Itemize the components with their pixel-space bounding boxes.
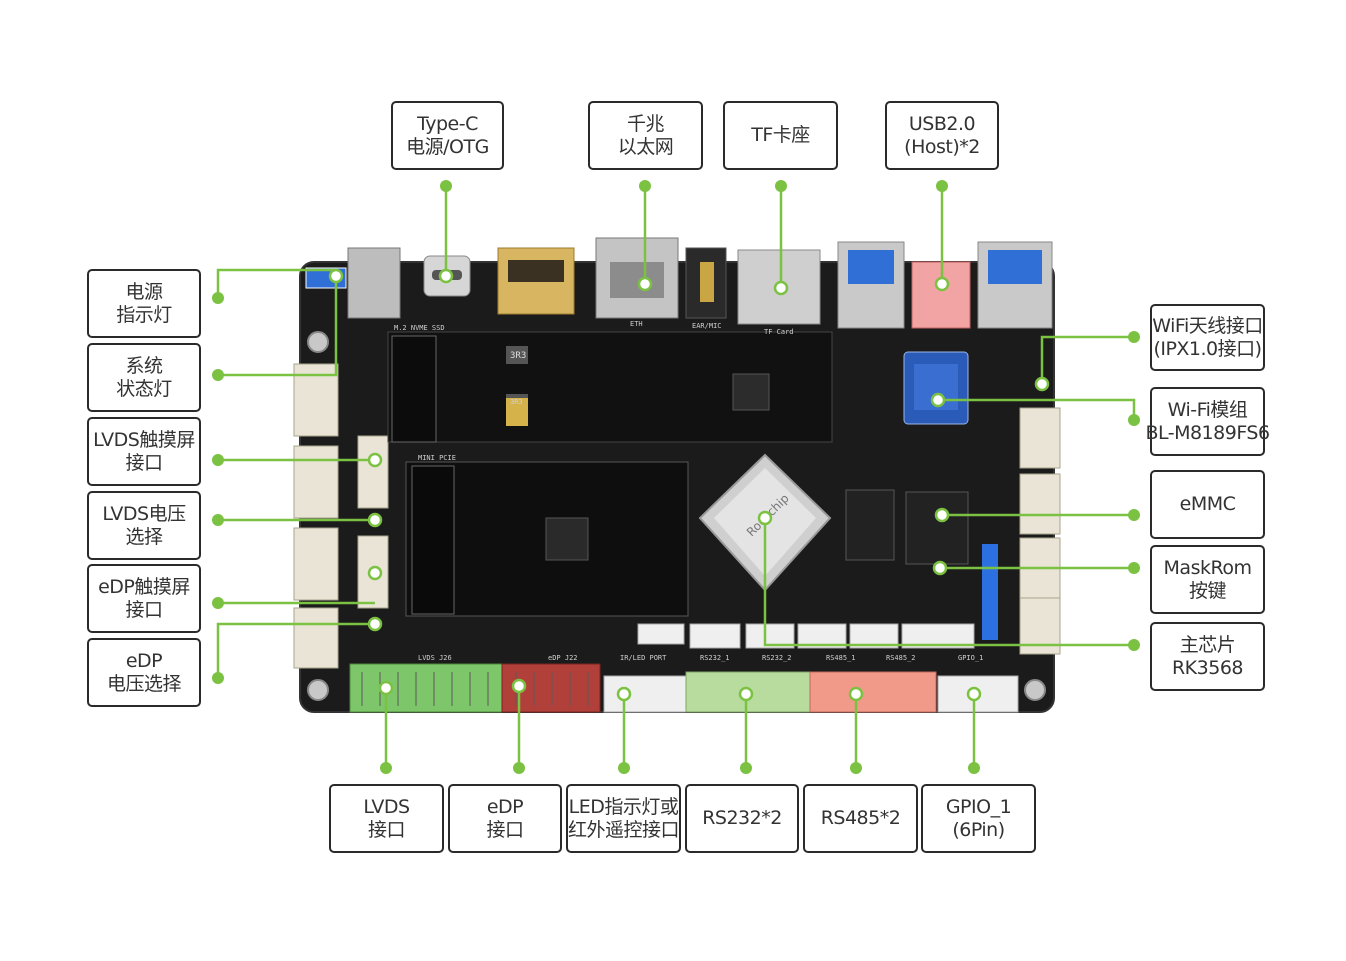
ear-silk: EAR/MIC [692,322,722,330]
lvds-silk: LVDS J26 [418,654,452,662]
label-maskrom: MaskRom 按键 [1150,545,1265,614]
pointer-targets [328,268,1050,702]
label-led-ir-line1: LED指示灯或 [568,795,679,818]
label-typec-line1: Type-C [417,112,478,135]
edp-silk: eDP J22 [548,654,578,662]
label-rs232-line1: RS232*2 [702,807,782,829]
rs485-2-silk: RS485_2 [886,654,916,662]
label-typec: Type-C 电源/OTG [391,101,504,170]
label-status-led-line1: 系统 [125,354,163,377]
label-wifi-module-line1: Wi-Fi模组 [1167,398,1248,421]
label-lvds-line2: 接口 [367,818,406,841]
label-maskrom-line1: MaskRom [1163,556,1252,579]
emmc-chip [905,491,969,565]
label-edp-line1: eDP [486,795,524,818]
left-connectors [293,363,389,669]
label-usb2: USB2.0 (Host)*2 [885,101,999,170]
label-usb2-line1: USB2.0 [908,112,976,135]
label-emmc: eMMC [1150,470,1265,539]
label-edp-touch: eDP触摸屏 接口 [87,564,201,633]
label-wifi-module-line2: BL-M8189FS6 [1145,421,1270,444]
rs485-block [809,671,937,713]
label-edp: eDP 接口 [448,784,562,853]
pointer-lines [216,186,1136,768]
label-edp-voltage-line1: eDP [125,649,163,672]
label-wifi-module: Wi-Fi模组 BL-M8189FS6 [1145,387,1270,456]
label-typec-line2: 电源/OTG [406,135,489,158]
label-edp-line2: 接口 [486,818,524,841]
label-edp-touch-line2: 接口 [125,598,163,621]
label-wifi-antenna-line1: WiFi天线接口 [1152,314,1263,337]
label-rs485-line1: RS485*2 [820,807,901,829]
label-lvds-voltage-line1: LVDS电压 [102,502,186,525]
label-soc-line2: RK3568 [1171,656,1244,679]
label-soc-line1: 主芯片 [1179,633,1236,656]
ddr-chip [845,489,895,561]
label-status-led: 系统 状态灯 [87,343,201,412]
ir-silk: IR/LED PORT [620,654,667,662]
gpio-silk: GPIO_1 [958,654,983,662]
label-power-led: 电源 指示灯 [87,269,201,338]
label-status-led-line2: 状态灯 [116,377,172,400]
tf-silk: TF Card [764,328,794,336]
label-ethernet-line2: 以太网 [617,135,674,158]
eth-silk: ETH [630,320,643,328]
right-connectors [1019,407,1061,655]
label-ethernet-line1: 千兆 [626,112,665,135]
label-edp-touch-line1: eDP触摸屏 [98,575,190,598]
lvds-header [349,663,503,713]
rs232-1-silk: RS232_1 [700,654,730,662]
label-tf-line1: TF卡座 [751,124,810,146]
label-maskrom-line2: 按键 [1188,579,1227,602]
label-led-ir-line2: 红外遥控接口 [568,818,680,841]
label-lvds-voltage-line2: 选择 [125,525,163,548]
label-lvds-touch: LVDS触摸屏 接口 [87,417,201,486]
label-emmc-line1: eMMC [1179,493,1236,515]
label-edp-voltage-line2: 电压选择 [106,672,182,695]
label-lvds-voltage: LVDS电压 选择 [87,491,201,560]
label-soc: 主芯片 RK3568 [1150,622,1265,691]
label-lvds-line1: LVDS [363,795,410,818]
dc-jack [347,247,401,319]
label-lvds: LVDS 接口 [329,784,444,853]
label-rs232: RS232*2 [685,784,799,853]
inductor-1: 3R3 [510,351,526,361]
inductor-2: 3R3 [510,398,523,406]
ir-led-connector [603,675,687,713]
label-edp-voltage: eDP 电压选择 [87,638,201,707]
label-ethernet: 千兆 以太网 [588,101,703,170]
gpio-blue-header [982,544,998,640]
label-power-led-line2: 指示灯 [116,303,172,326]
label-gpio-line1: GPIO_1 [945,795,1012,818]
label-lvds-touch-line1: LVDS触摸屏 [93,428,195,451]
rs485-1-silk: RS485_1 [826,654,856,662]
label-wifi-antenna: WiFi天线接口 (IPX1.0接口) [1150,304,1265,371]
pcie-silk: MINI PCIE [418,454,456,462]
label-gpio-line2: (6Pin) [952,818,1005,841]
label-lvds-touch-line2: 接口 [125,451,163,474]
m2-silk: M.2 NVME SSD [394,324,445,332]
label-power-led-line1: 电源 [125,280,163,303]
label-rs485: RS485*2 [803,784,918,853]
rs232-2-silk: RS232_2 [762,654,792,662]
label-led-ir: LED指示灯或 红外遥控接口 [566,784,681,853]
label-wifi-antenna-line2: (IPX1.0接口) [1153,337,1262,360]
pointer-dots [212,180,1140,774]
label-gpio: GPIO_1 (6Pin) [921,784,1036,853]
label-tf: TF卡座 [723,101,838,170]
label-usb2-line2: (Host)*2 [904,135,980,158]
